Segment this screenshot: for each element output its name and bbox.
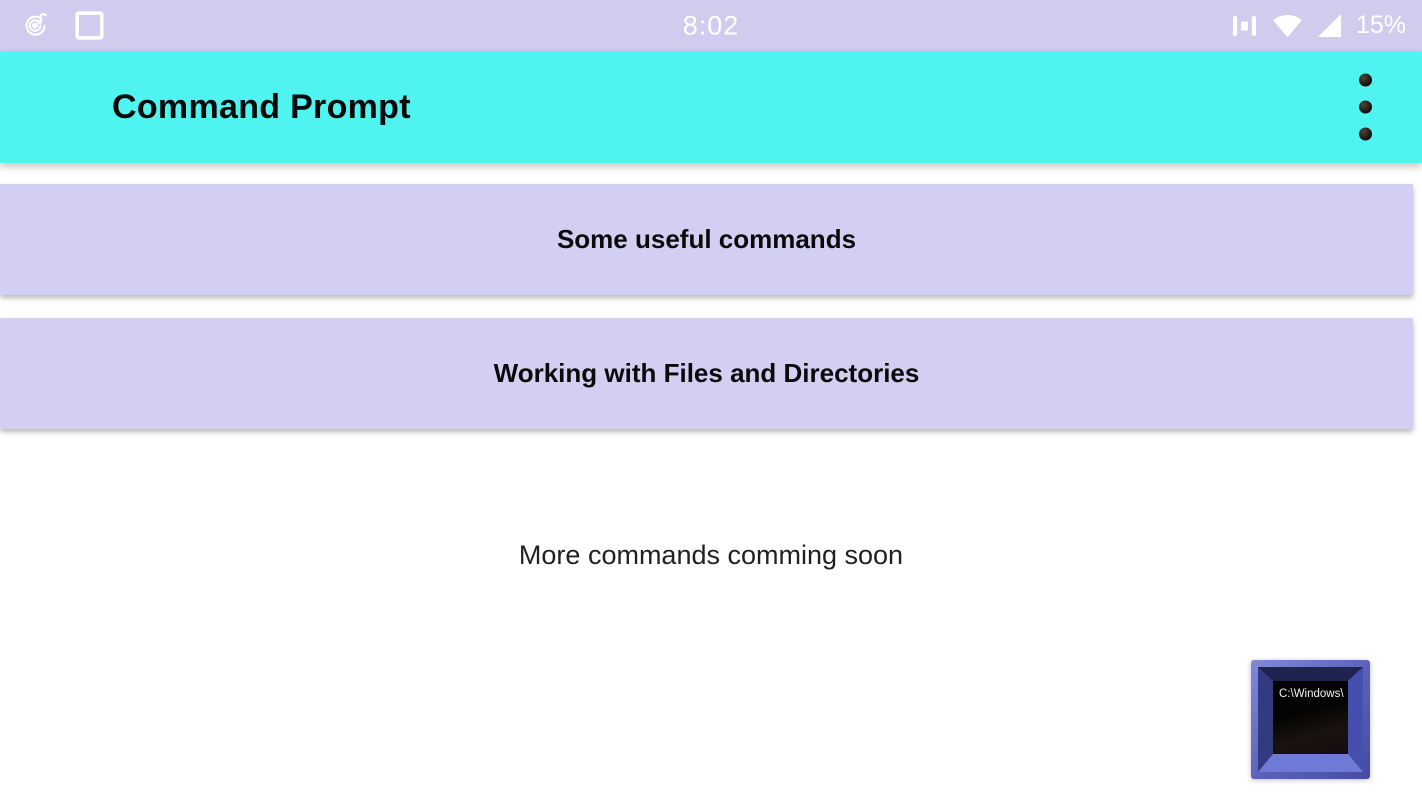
- files-directories-button[interactable]: Working with Files and Directories: [0, 318, 1413, 429]
- app-bar: Command Prompt: [0, 51, 1422, 163]
- status-bar-right: 15%: [1230, 11, 1406, 41]
- useful-commands-button[interactable]: Some useful commands: [0, 184, 1413, 295]
- music-notification-icon: [25, 13, 48, 36]
- status-bar-left: [20, 10, 104, 41]
- wifi-icon: [1273, 14, 1302, 37]
- overflow-dot-icon: [1359, 127, 1372, 141]
- square-notification-icon: [75, 11, 104, 40]
- overflow-dot-icon: [1359, 100, 1372, 114]
- battery-percent-label: 15%: [1355, 11, 1406, 39]
- status-bar-clock: 8:02: [682, 10, 740, 40]
- app-icon-terminal-screen: C:\Windows\: [1273, 681, 1348, 754]
- vibrate-icon: [1232, 15, 1256, 36]
- overflow-dot-icon: [1359, 73, 1372, 87]
- cellular-signal-icon: [1317, 14, 1341, 37]
- app-icon-bevel: C:\Windows\: [1258, 667, 1363, 772]
- status-bar: 8:02 15%: [0, 0, 1422, 51]
- coming-soon-text: More commands comming soon: [518, 540, 904, 570]
- command-prompt-app-icon[interactable]: C:\Windows\: [1251, 660, 1370, 779]
- overflow-menu-button[interactable]: [1353, 66, 1378, 149]
- app-title: Command Prompt: [112, 87, 411, 126]
- command-menu-list: Some useful commands Working with Files …: [0, 184, 1422, 429]
